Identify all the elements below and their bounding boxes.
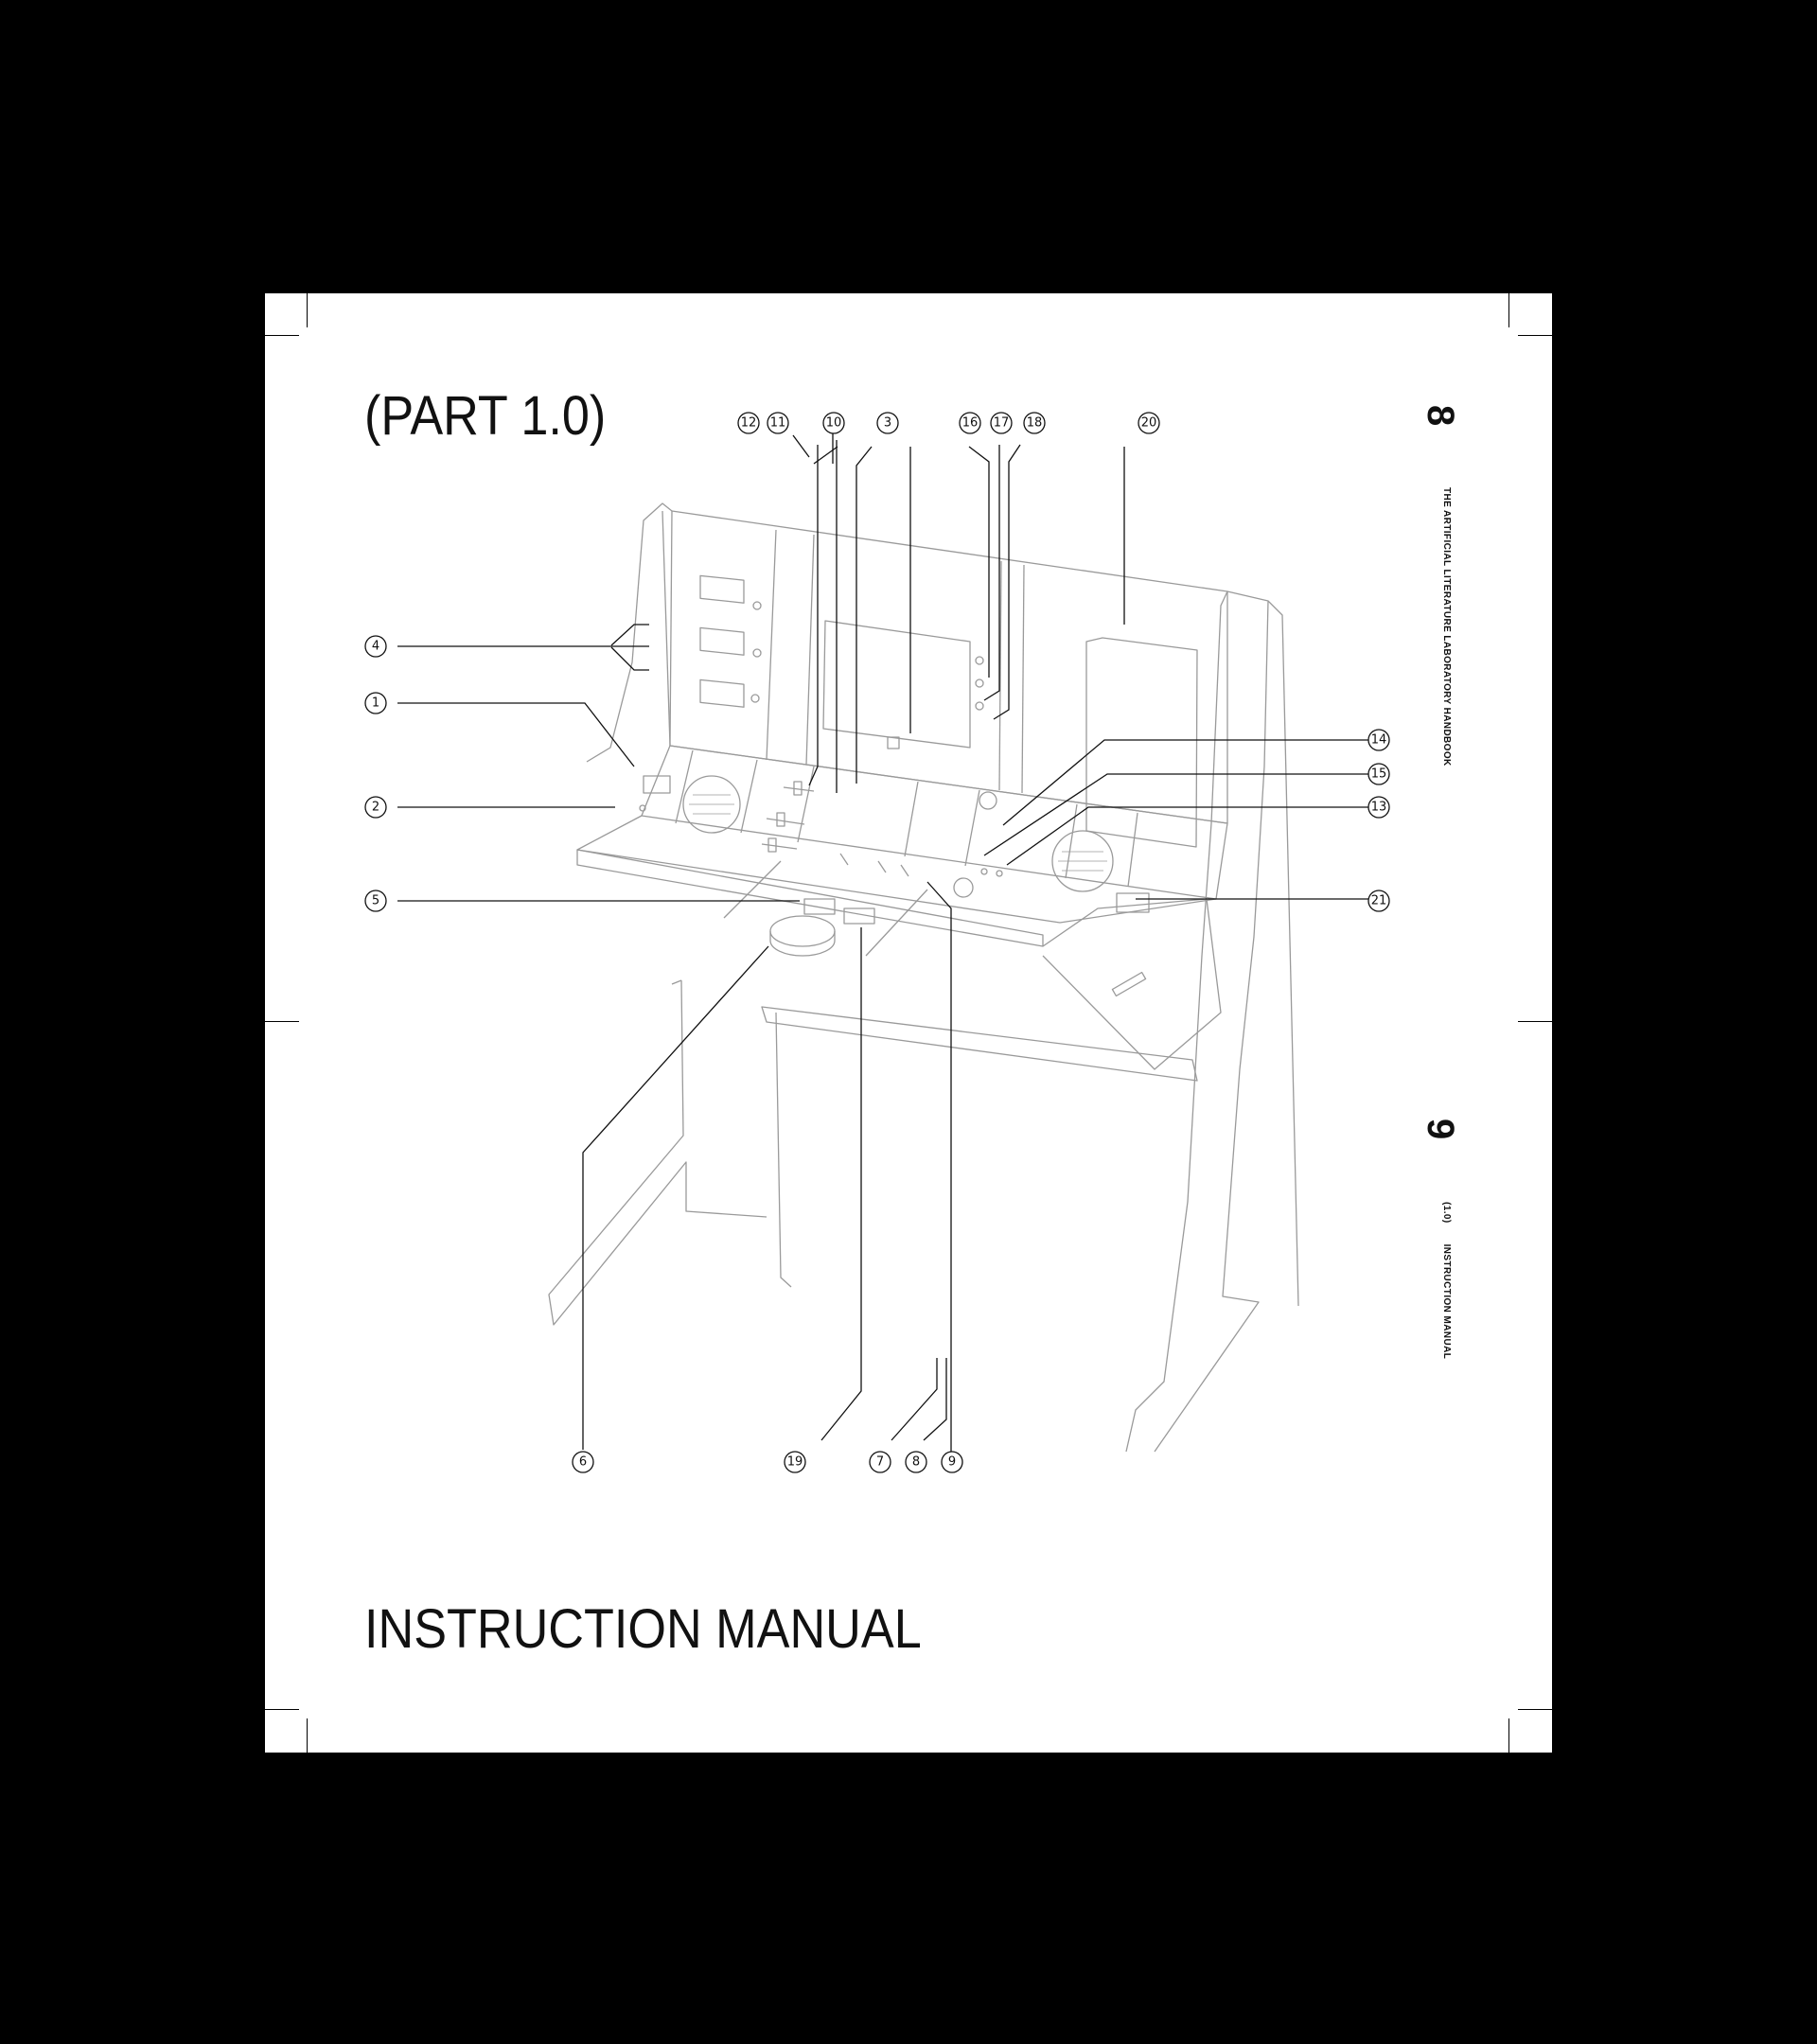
svg-text:2: 2 bbox=[372, 801, 379, 815]
part-title: (PART 1.0) bbox=[364, 385, 607, 447]
callout-5: 5 bbox=[364, 890, 387, 912]
svg-text:1: 1 bbox=[372, 696, 379, 711]
callout-15: 15 bbox=[1367, 763, 1390, 785]
running-title: THE ARTIFICIAL LITERATURE LABORATORY HAN… bbox=[1441, 487, 1452, 766]
callout-2: 2 bbox=[364, 796, 387, 819]
section-label: (1.0) INSTRUCTION MANUAL bbox=[1441, 1202, 1452, 1359]
callout-18: 18 bbox=[1023, 412, 1046, 434]
svg-text:4: 4 bbox=[372, 640, 379, 654]
callout-4: 4 bbox=[364, 635, 387, 658]
crop-mark bbox=[1518, 1709, 1552, 1710]
crop-mark bbox=[1508, 293, 1509, 327]
callout-10: 10 bbox=[822, 412, 845, 434]
crop-mark bbox=[265, 1709, 299, 1710]
svg-text:14: 14 bbox=[1371, 733, 1387, 748]
svg-text:18: 18 bbox=[1027, 416, 1043, 431]
leader-lines bbox=[397, 424, 1370, 1453]
crop-mark bbox=[265, 335, 299, 336]
svg-text:10: 10 bbox=[826, 416, 842, 431]
crop-mark bbox=[265, 1021, 299, 1022]
crop-mark bbox=[1508, 1718, 1509, 1753]
console-drawing bbox=[548, 502, 1299, 1453]
callout-14: 14 bbox=[1367, 729, 1390, 751]
svg-text:5: 5 bbox=[372, 894, 379, 908]
crop-mark bbox=[1518, 335, 1552, 336]
callout-13: 13 bbox=[1367, 796, 1390, 819]
svg-text:19: 19 bbox=[787, 1455, 803, 1470]
callout-17: 17 bbox=[990, 412, 1013, 434]
svg-text:11: 11 bbox=[770, 416, 786, 431]
callouts: 1 2 3 4 5 6 7 8 9 10 11 12 13 14 15 16 1… bbox=[364, 412, 1390, 1473]
callout-9: 9 bbox=[941, 1451, 963, 1473]
crop-mark bbox=[307, 293, 308, 327]
svg-text:20: 20 bbox=[1141, 416, 1157, 431]
callout-8: 8 bbox=[905, 1451, 927, 1473]
svg-text:17: 17 bbox=[994, 416, 1010, 431]
callout-19: 19 bbox=[784, 1451, 806, 1473]
callout-21: 21 bbox=[1367, 890, 1390, 912]
svg-text:16: 16 bbox=[962, 416, 979, 431]
callout-6: 6 bbox=[572, 1451, 594, 1473]
svg-text:13: 13 bbox=[1371, 801, 1387, 815]
callout-3: 3 bbox=[876, 412, 899, 434]
svg-text:15: 15 bbox=[1371, 767, 1387, 782]
manual-page: 1 2 3 4 5 6 7 8 9 10 11 12 13 14 15 16 1… bbox=[265, 293, 1552, 1753]
callout-7: 7 bbox=[869, 1451, 891, 1473]
callout-16: 16 bbox=[959, 412, 981, 434]
svg-text:8: 8 bbox=[912, 1455, 920, 1470]
svg-text:7: 7 bbox=[876, 1455, 884, 1470]
svg-text:21: 21 bbox=[1371, 894, 1387, 908]
svg-text:12: 12 bbox=[741, 416, 757, 431]
page-number-right: 9 bbox=[1420, 1119, 1461, 1140]
page-number-left: 8 bbox=[1420, 405, 1461, 427]
crop-mark bbox=[1518, 1021, 1552, 1022]
svg-text:9: 9 bbox=[948, 1455, 956, 1470]
svg-text:6: 6 bbox=[579, 1455, 587, 1470]
crop-mark bbox=[307, 1718, 308, 1753]
section-number: (1.0) bbox=[1441, 1202, 1452, 1224]
callout-11: 11 bbox=[767, 412, 789, 434]
callout-20: 20 bbox=[1138, 412, 1160, 434]
section-title: INSTRUCTION MANUAL bbox=[1441, 1243, 1452, 1360]
callout-12: 12 bbox=[737, 412, 760, 434]
callout-1: 1 bbox=[364, 692, 387, 714]
svg-text:3: 3 bbox=[884, 416, 891, 431]
console-diagram: 1 2 3 4 5 6 7 8 9 10 11 12 13 14 15 16 1… bbox=[364, 412, 1390, 1473]
manual-title: INSTRUCTION MANUAL bbox=[364, 1598, 922, 1660]
